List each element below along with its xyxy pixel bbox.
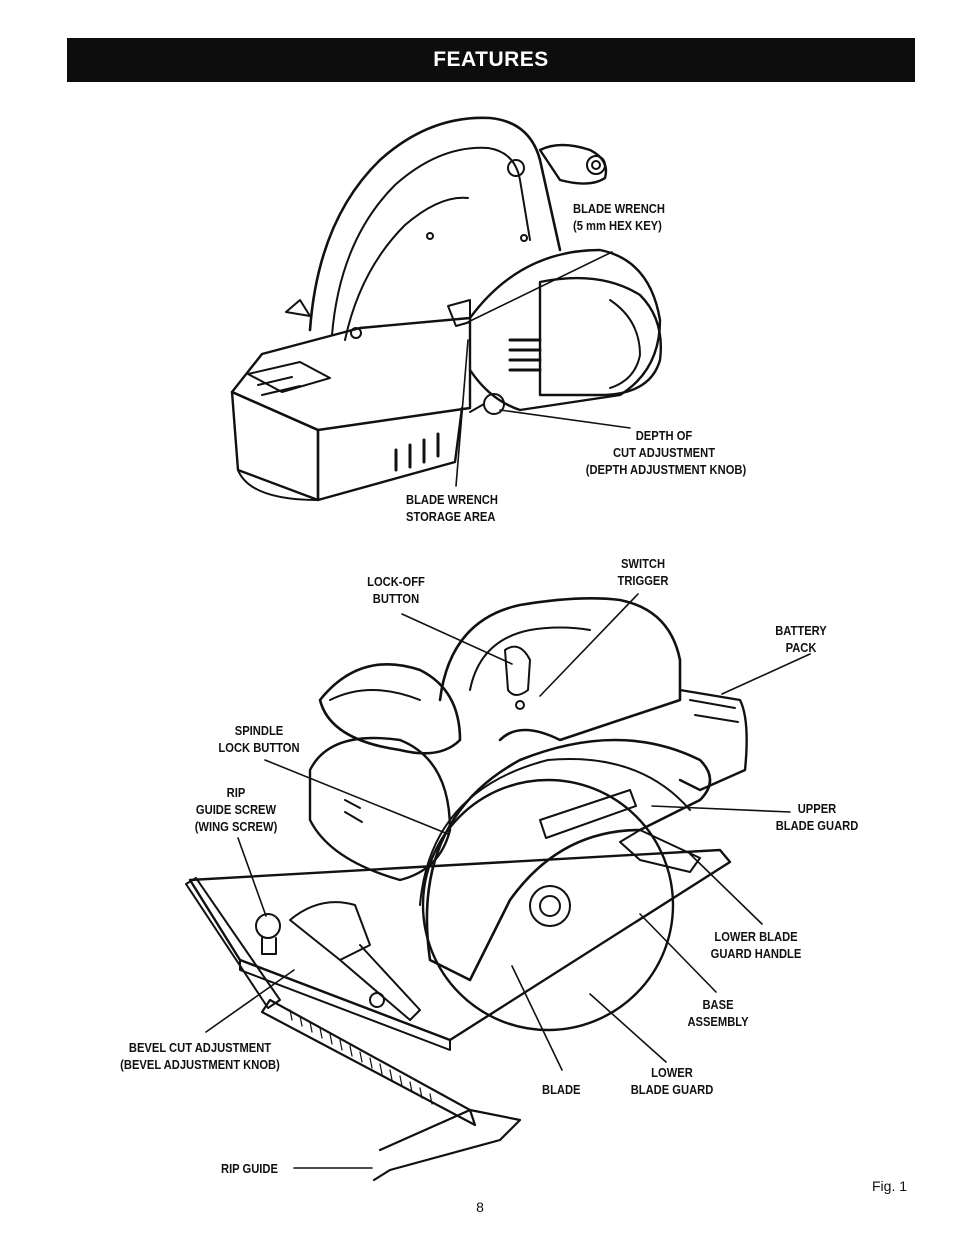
label-lower-blade-guard: LOWER BLADE GUARD (630, 1065, 714, 1097)
section-title: FEATURES (433, 48, 549, 71)
leader-upper-blade-guard (651, 805, 791, 813)
label-bevel-cut-adjustment: BEVEL CUT ADJUSTMENT (BEVEL ADJUSTMENT K… (120, 1040, 280, 1072)
label-rip-guide: RIP GUIDE (221, 1161, 278, 1176)
figure-caption: Fig. 1 (872, 1178, 908, 1194)
leader-battery-pack (721, 653, 811, 695)
leader-depth-of-cut (499, 409, 631, 429)
leader-blade (511, 965, 563, 1071)
leader-lock-off (401, 613, 513, 665)
label-blade: BLADE (542, 1082, 581, 1097)
label-rip-guide-screw: RIP GUIDE SCREW (WING SCREW) (194, 785, 278, 834)
leader-spindle-lock (264, 759, 449, 835)
section-header-bar: FEATURES (67, 38, 915, 82)
saw-side-view-drawing (185, 597, 748, 1182)
leader-base-assembly (639, 913, 717, 993)
label-lower-blade-guard-handle: LOWER BLADE GUARD HANDLE (710, 929, 802, 961)
leader-switch-trigger (539, 593, 639, 697)
label-depth-of-cut: DEPTH OF CUT ADJUSTMENT (DEPTH ADJUSTMEN… (585, 428, 747, 477)
leader-bevel-cut (205, 969, 295, 1033)
label-blade-wrench-storage: BLADE WRENCH STORAGE AREA (406, 492, 498, 524)
page-number: 8 (476, 1199, 484, 1215)
leader-blade-wrench (463, 251, 613, 325)
leader-rip-guide-screw (237, 837, 267, 917)
label-battery-pack: BATTERY PACK (775, 623, 827, 655)
label-base-assembly: BASE ASSEMBLY (687, 997, 749, 1029)
leader-lower-guard-handle (689, 853, 763, 925)
label-blade-wrench: BLADE WRENCH (5 mm HEX KEY) (573, 201, 665, 233)
leader-lower-blade-guard (589, 993, 667, 1063)
saw-top-view-drawing (230, 116, 662, 502)
label-upper-blade-guard: UPPER BLADE GUARD (775, 801, 859, 833)
leader-blade-wrench-storage (455, 339, 469, 487)
label-lock-off-button: LOCK-OFF BUTTON (367, 574, 425, 606)
label-switch-trigger: SWITCH TRIGGER (617, 556, 669, 588)
label-spindle-lock-button: SPINDLE LOCK BUTTON (218, 723, 300, 755)
